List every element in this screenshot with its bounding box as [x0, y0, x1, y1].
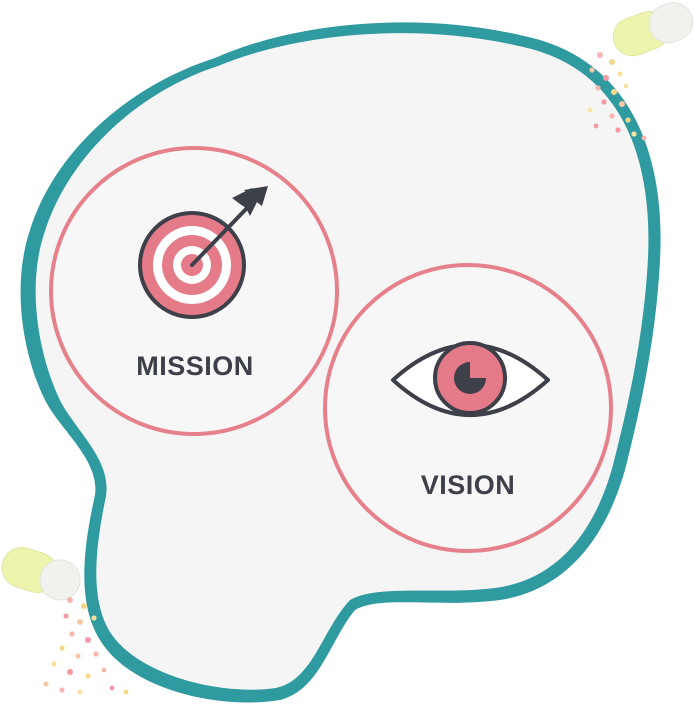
- mission-card: MISSION: [49, 146, 339, 436]
- capsule-white-half: [648, 2, 694, 44]
- vision-card: VISION: [323, 263, 613, 553]
- capsule-bottom-left: [1, 547, 129, 695]
- capsule-beads-bottom-left: [43, 597, 129, 695]
- capsule-beads-top-right: [587, 52, 647, 141]
- capsule-white-half: [39, 559, 81, 601]
- vision-label: VISION: [421, 470, 516, 500]
- mission-label: MISSION: [136, 351, 254, 381]
- capsule-top-right: [587, 2, 694, 141]
- eye-icon: [391, 341, 550, 417]
- target-with-arrow-icon: [138, 186, 268, 319]
